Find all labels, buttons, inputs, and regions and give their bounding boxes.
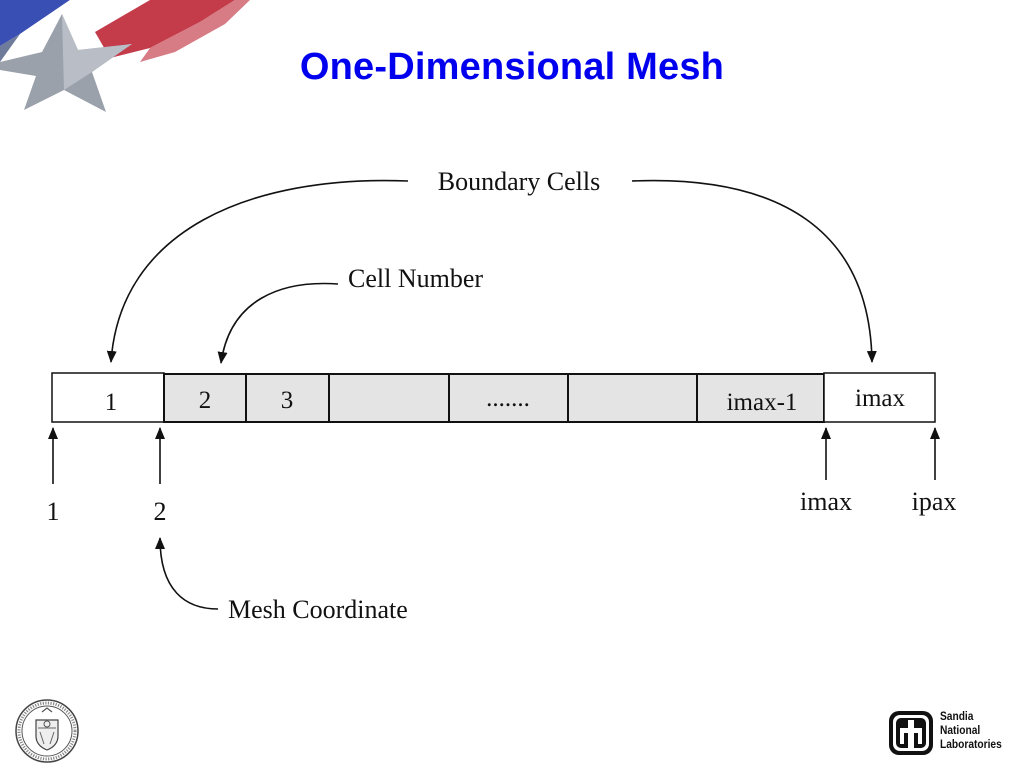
doe-seal-logo: [15, 699, 79, 763]
mesh-cell: [696, 373, 825, 423]
cell-label-second: 2: [199, 387, 212, 414]
cell-label-last: imax: [855, 385, 905, 412]
cell-label-ellipsis: .......: [486, 385, 530, 412]
mesh-coordinate-label: Mesh Coordinate: [228, 595, 408, 624]
cell-number-arrow: [217, 282, 339, 364]
cell-label-first: 1: [105, 389, 118, 416]
boundary-cells-arrow-left: [106, 179, 409, 363]
sandia-logo-line-3: Laboratories: [940, 737, 1002, 751]
mesh-cell: [245, 373, 330, 423]
mesh-cell: [328, 373, 450, 423]
coordinate-label-ipax: ipax: [912, 487, 957, 516]
boundary-cells-arrow-right: [631, 179, 877, 363]
mesh-cell: [448, 373, 569, 423]
mesh-coordinate-arrow: [155, 537, 219, 610]
cell-label-third: 3: [281, 387, 294, 414]
coordinate-label-2: 2: [154, 497, 167, 526]
star-stripes-logo: [0, 0, 250, 112]
mesh-cells: [51, 372, 936, 423]
coordinate-labels: 1 2 imax ipax: [47, 487, 957, 526]
coordinate-arrows: [48, 427, 940, 484]
slide-title: One-Dimensional Mesh: [299, 46, 725, 88]
sandia-logo-line-1: Sandia: [940, 709, 974, 723]
sandia-logo-line-2: National: [940, 723, 981, 737]
mesh-diagram: 1 2 3 ....... imax-1 imax Boundary Cells…: [47, 167, 957, 624]
cell-number-label: Cell Number: [348, 264, 483, 293]
boundary-cells-label: Boundary Cells: [438, 167, 601, 196]
boundary-cell-last: [823, 372, 936, 423]
cell-labels: 1 2 3 ....... imax-1 imax: [105, 385, 906, 416]
sandia-logo: Sandia National Laboratories: [884, 706, 1014, 760]
coordinate-label-1: 1: [47, 497, 60, 526]
cell-label-second-last: imax-1: [727, 389, 798, 416]
coordinate-label-imax: imax: [800, 487, 852, 516]
sandia-thunderbird-icon: [889, 711, 933, 755]
mesh-cell: [567, 373, 698, 423]
